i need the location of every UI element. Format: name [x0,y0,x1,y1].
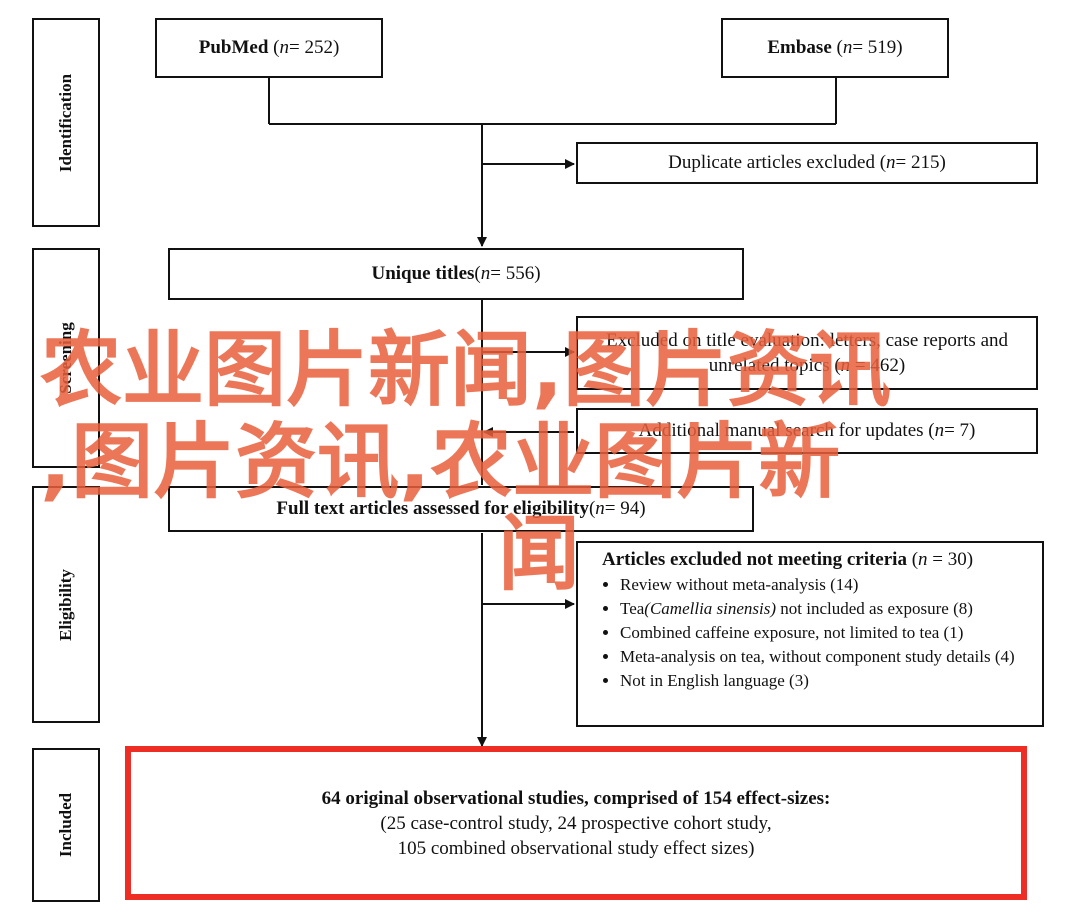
additional-label: Additional manual search for updates ( [638,420,935,441]
stage-identification: Identification [32,18,100,227]
watermark-line3: 闻 [498,507,581,602]
excluded-criteria-list: Review without meta-analysis (14) Tea(Ca… [602,573,1032,693]
unique-count: = 556) [490,263,541,284]
included-line3: 105 combined observational study effect … [397,837,755,859]
stage-eligibility: Eligibility [32,486,100,723]
stage-included-label: Included [56,792,75,858]
excluded-title-n-symbol: n [840,355,851,376]
pubmed-box: PubMed (n = 252) [155,18,383,78]
pubmed-count: = 252) [288,37,340,58]
fulltext-count: = 94) [604,498,646,519]
additional-count: = 7) [944,420,976,441]
embase-box: Embase (n = 519) [721,18,949,78]
additional-n-symbol: n [934,420,945,441]
pubmed-n-symbol: n [279,37,289,58]
watermark-line2: ,图片资讯,农业图片新 [40,415,841,510]
excluded-title-box: Excluded on title evaluation: letters, c… [576,316,1038,390]
fulltext-box: Full text articles assessed for eligibil… [168,486,754,532]
embase-n-open: ( [836,37,843,58]
excluded-criteria-title: Articles excluded not meeting criteria [602,549,907,570]
excluded-criteria-n-symbol: n [918,549,928,570]
list-item-text: Tea [620,599,645,618]
additional-search-box: Additional manual search for updates (n … [576,408,1038,454]
list-item-text: not included as exposure (8) [776,599,973,618]
excluded-criteria-n-open: ( [906,549,919,570]
list-item-italic: (Camellia sinensis) [644,599,777,618]
duplicates-box: Duplicate articles excluded (n = 215) [576,142,1038,184]
unique-titles-box: Unique titles (n = 556) [168,248,744,300]
list-item: Not in English language (3) [620,669,1032,693]
pubmed-label: PubMed [198,37,269,58]
stage-screening: Screening [32,248,100,468]
excluded-title-line1: Excluded on title evaluation: letters, c… [605,330,1009,351]
excluded-title-line2-text: unrelated topics ( [708,355,841,376]
fulltext-n-open: ( [588,498,596,519]
included-line1: 64 original observational studies, compr… [321,787,831,809]
excluded-title-count: = 462) [850,355,906,376]
list-item: Meta-analysis on tea, without component … [620,645,1020,669]
list-item-text: Meta-analysis on tea, without component … [620,647,1015,666]
list-item: Combined caffeine exposure, not limited … [620,621,1032,645]
pubmed-n-open: ( [273,37,280,58]
excluded-title-line2: unrelated topics (n = 462) [709,353,905,378]
unique-n-symbol: n [480,263,491,284]
excluded-criteria-heading: Articles excluded not meeting criteria (… [602,549,1032,571]
watermark-overlay: 农业图片新闻,图片资讯 ,图片资讯,农业图片新 闻 [40,325,891,601]
embase-n-symbol: n [842,37,853,58]
stage-included: Included [32,748,100,902]
included-line2: (25 case-control study, 24 prospective c… [380,812,772,834]
watermark-line1: 农业图片新闻,图片资讯 [40,323,892,418]
fulltext-label: Full text articles assessed for eligibil… [276,498,589,519]
excluded-criteria-box: Articles excluded not meeting criteria (… [576,541,1044,727]
excluded-criteria-count: = 30) [927,549,974,570]
duplicates-n-symbol: n [886,152,896,173]
list-item-text: Review without meta-analysis (14) [620,575,859,594]
embase-label: Embase [767,37,832,58]
duplicates-count: = 215) [895,152,946,173]
list-item-text: Combined caffeine exposure, not limited … [620,623,964,642]
included-box: 64 original observational studies, compr… [125,746,1027,900]
stage-identification-label: Identification [56,73,75,172]
fulltext-n-symbol: n [595,498,605,519]
duplicates-label: Duplicate articles excluded ( [668,152,887,173]
unique-n-open: ( [474,263,481,284]
list-item: Tea(Camellia sinensis) not included as e… [620,597,1032,621]
embase-count: = 519) [852,37,903,58]
list-item: Review without meta-analysis (14) [620,573,1032,597]
unique-titles-label: Unique titles [371,263,475,284]
list-item-text: Not in English language (3) [620,671,809,690]
